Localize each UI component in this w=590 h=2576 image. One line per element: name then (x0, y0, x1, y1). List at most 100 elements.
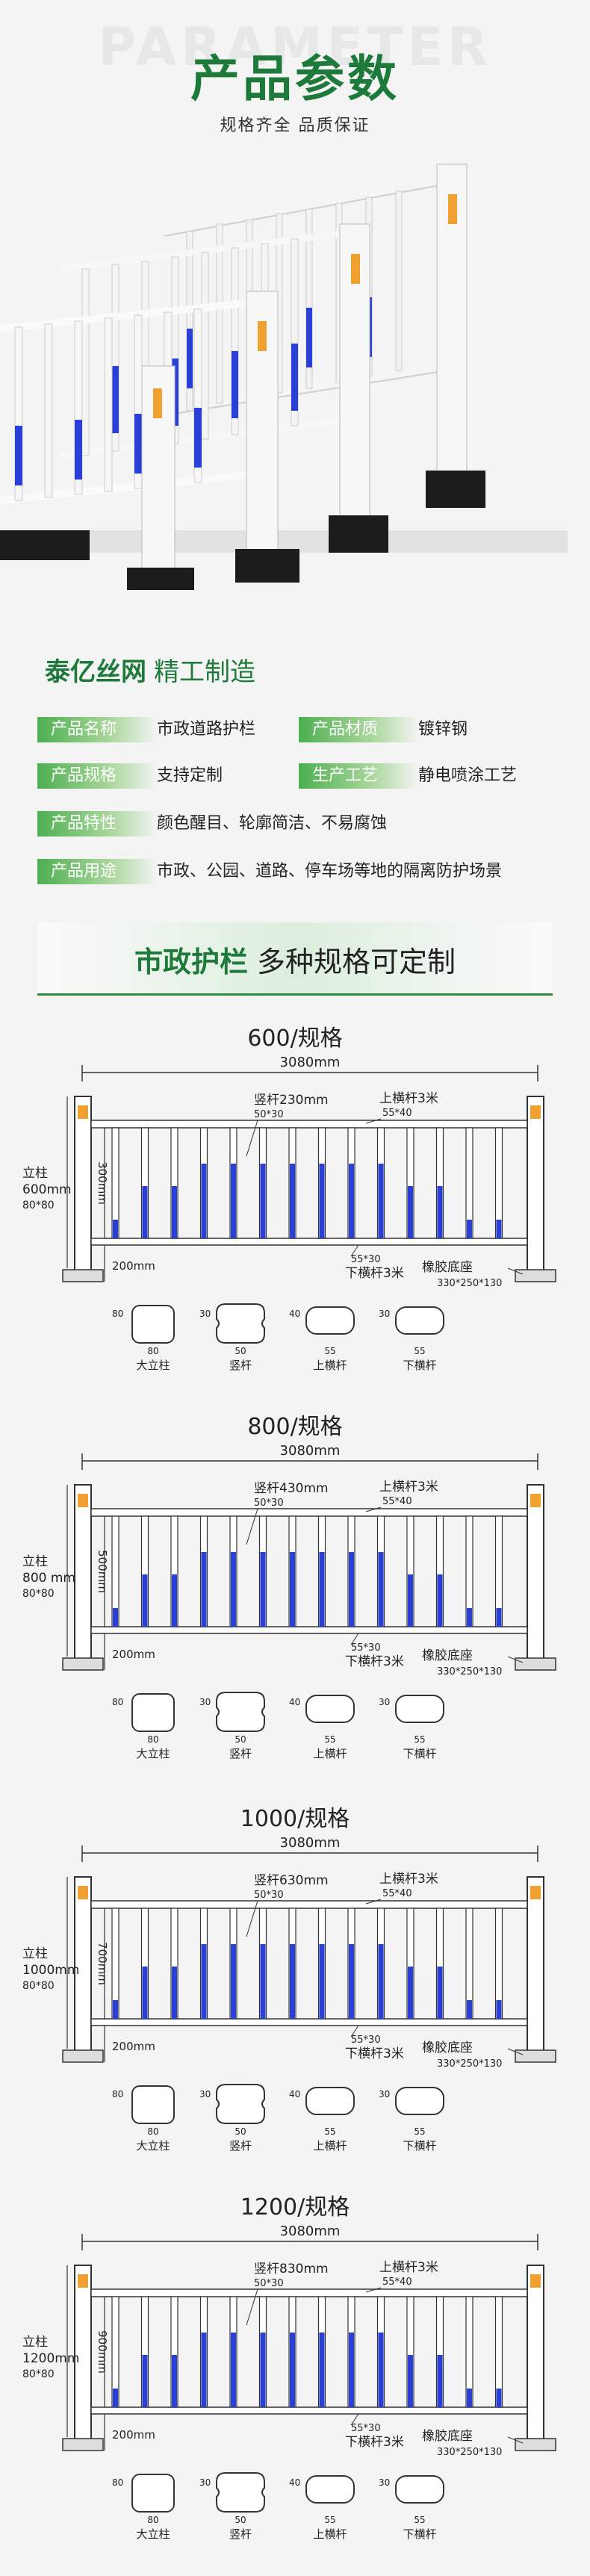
left-base (62, 2049, 104, 2063)
profile-width: 80 (147, 1346, 158, 1356)
leader-line (507, 2048, 524, 2055)
profile-name: 下横杆 (403, 1747, 436, 1760)
picket-blue (290, 1164, 295, 1238)
picket-blue (142, 2355, 148, 2407)
picket-blue (349, 1944, 354, 2019)
picket-blue (260, 2333, 266, 2407)
post-label: 立柱 (22, 1946, 48, 1961)
bottom-rail-section-label: 55*30 (351, 1254, 381, 1265)
profile-height: 30 (379, 2089, 390, 2099)
profile-height: 30 (199, 2089, 211, 2099)
profile-width: 55 (414, 2515, 425, 2525)
spec-value: 市政、公园、道路、停车场等地的隔离防护场景 (157, 862, 503, 881)
right-base (515, 2438, 556, 2451)
picket-blue (113, 2000, 118, 2019)
picket-blue (260, 1164, 266, 1238)
leader-line (350, 1244, 359, 1257)
post-label: 立柱 (22, 1554, 48, 1569)
spec-row: 产品用途 市政、公园、道路、停车场等地的隔离防护场景 (37, 859, 553, 884)
hero-header: PARAMETER 产品参数 规格齐全 品质保证 (0, 0, 590, 179)
picket-blue (290, 1944, 295, 2019)
picket-blue (349, 1552, 354, 1627)
base-label: 橡胶底座 (422, 1648, 473, 1663)
picket-blue (172, 2355, 177, 2407)
picket-blue (378, 1164, 384, 1238)
profile-name: 下横杆 (403, 2139, 436, 2153)
profile-width: 80 (147, 2515, 158, 2525)
fence-diagram: 3080mm700mm立柱1000mm80*80竖杆630mm50*30上横杆3… (22, 1835, 556, 2153)
reflector (78, 2274, 88, 2288)
picket-blue (496, 2000, 502, 2019)
leader-line (365, 1118, 382, 1124)
profile-name: 竖杆 (229, 2139, 252, 2153)
right-base (515, 2049, 556, 2063)
profile-height: 80 (112, 2089, 123, 2099)
profile-shape (216, 2472, 265, 2513)
picket-blue (378, 1552, 384, 1627)
height-label: 900mm (96, 2330, 109, 2374)
profile-name: 大立柱 (136, 2139, 170, 2153)
profile-shape (305, 1695, 355, 1723)
top-rail-section-label: 55*40 (382, 1888, 412, 1899)
spec-value: 颜色醒目、轮廓简洁、不易腐蚀 (157, 814, 388, 833)
spec-label: 产品规格 (37, 763, 157, 789)
picket-blue (378, 2333, 384, 2407)
banner: 市政护栏 多种规格可定制 (37, 922, 553, 996)
profile-name: 上横杆 (313, 1359, 347, 1372)
height-label: 300mm (96, 1161, 109, 1205)
height-label: 500mm (96, 1550, 109, 1593)
gap-label: 200mm (112, 2040, 155, 2053)
spec-label: 产品用途 (37, 859, 157, 884)
post-section-label: 80*80 (22, 2368, 55, 2380)
left-post (74, 1484, 92, 1661)
vertical-section-label: 50*30 (254, 1109, 284, 1120)
top-rail-section-label: 55*40 (382, 2276, 412, 2288)
section-title: 600/规格 (247, 1025, 343, 1052)
profile-name: 上横杆 (313, 1747, 347, 1760)
post-label: 立柱 (22, 2335, 48, 2350)
profile-shape (131, 2085, 175, 2124)
bottom-rail-section-label: 55*30 (351, 1642, 381, 1654)
banner-strong: 市政护栏 (134, 946, 248, 978)
profile-name: 竖杆 (229, 1359, 252, 1372)
base-label: 橡胶底座 (422, 2040, 473, 2055)
picket-blue (201, 1944, 207, 2019)
picket-blue (290, 2333, 295, 2407)
post-size-label: 1200mm (22, 2351, 79, 2366)
profile-height: 80 (112, 2477, 123, 2488)
spec-label: 产品材质 (299, 717, 418, 742)
profile-shape (395, 1306, 444, 1335)
profile-height: 40 (289, 2477, 300, 2488)
picket-blue (231, 2333, 236, 2407)
leader-line (365, 1506, 382, 1512)
post-section-label: 80*80 (22, 1980, 55, 1992)
vertical-section-label: 50*30 (254, 2278, 284, 2289)
gap-label: 200mm (112, 1648, 155, 1661)
profile-height: 30 (379, 1697, 390, 1707)
left-base (62, 2438, 104, 2451)
spec-value: 镀锌钢 (418, 720, 468, 739)
profile-name: 下横杆 (403, 2527, 436, 2541)
picket-blue (319, 1552, 325, 1627)
picket-blue (437, 1574, 443, 1627)
vertical-picket-label: 竖杆230mm (254, 1093, 329, 1108)
left-base (62, 1657, 104, 1671)
picket-blue (319, 2333, 325, 2407)
profile-width: 55 (324, 1734, 335, 1745)
section-title: 1000/规格 (240, 1806, 350, 1832)
base-label: 橡胶底座 (422, 1260, 473, 1275)
picket-blue (113, 2389, 118, 2407)
picket-blue (437, 1186, 443, 1238)
leader-line (365, 2287, 382, 2293)
right-post (527, 2265, 544, 2442)
bottom-rail (90, 2018, 528, 2026)
profile-shape (305, 2475, 355, 2504)
picket-blue (113, 1220, 118, 1238)
gap-label: 200mm (112, 2428, 155, 2442)
reflector (530, 1105, 541, 1119)
picket-blue (408, 1186, 413, 1238)
profile-name: 上横杆 (313, 2527, 347, 2541)
profile-name: 竖杆 (229, 2527, 252, 2541)
picket-blue (290, 1552, 295, 1627)
